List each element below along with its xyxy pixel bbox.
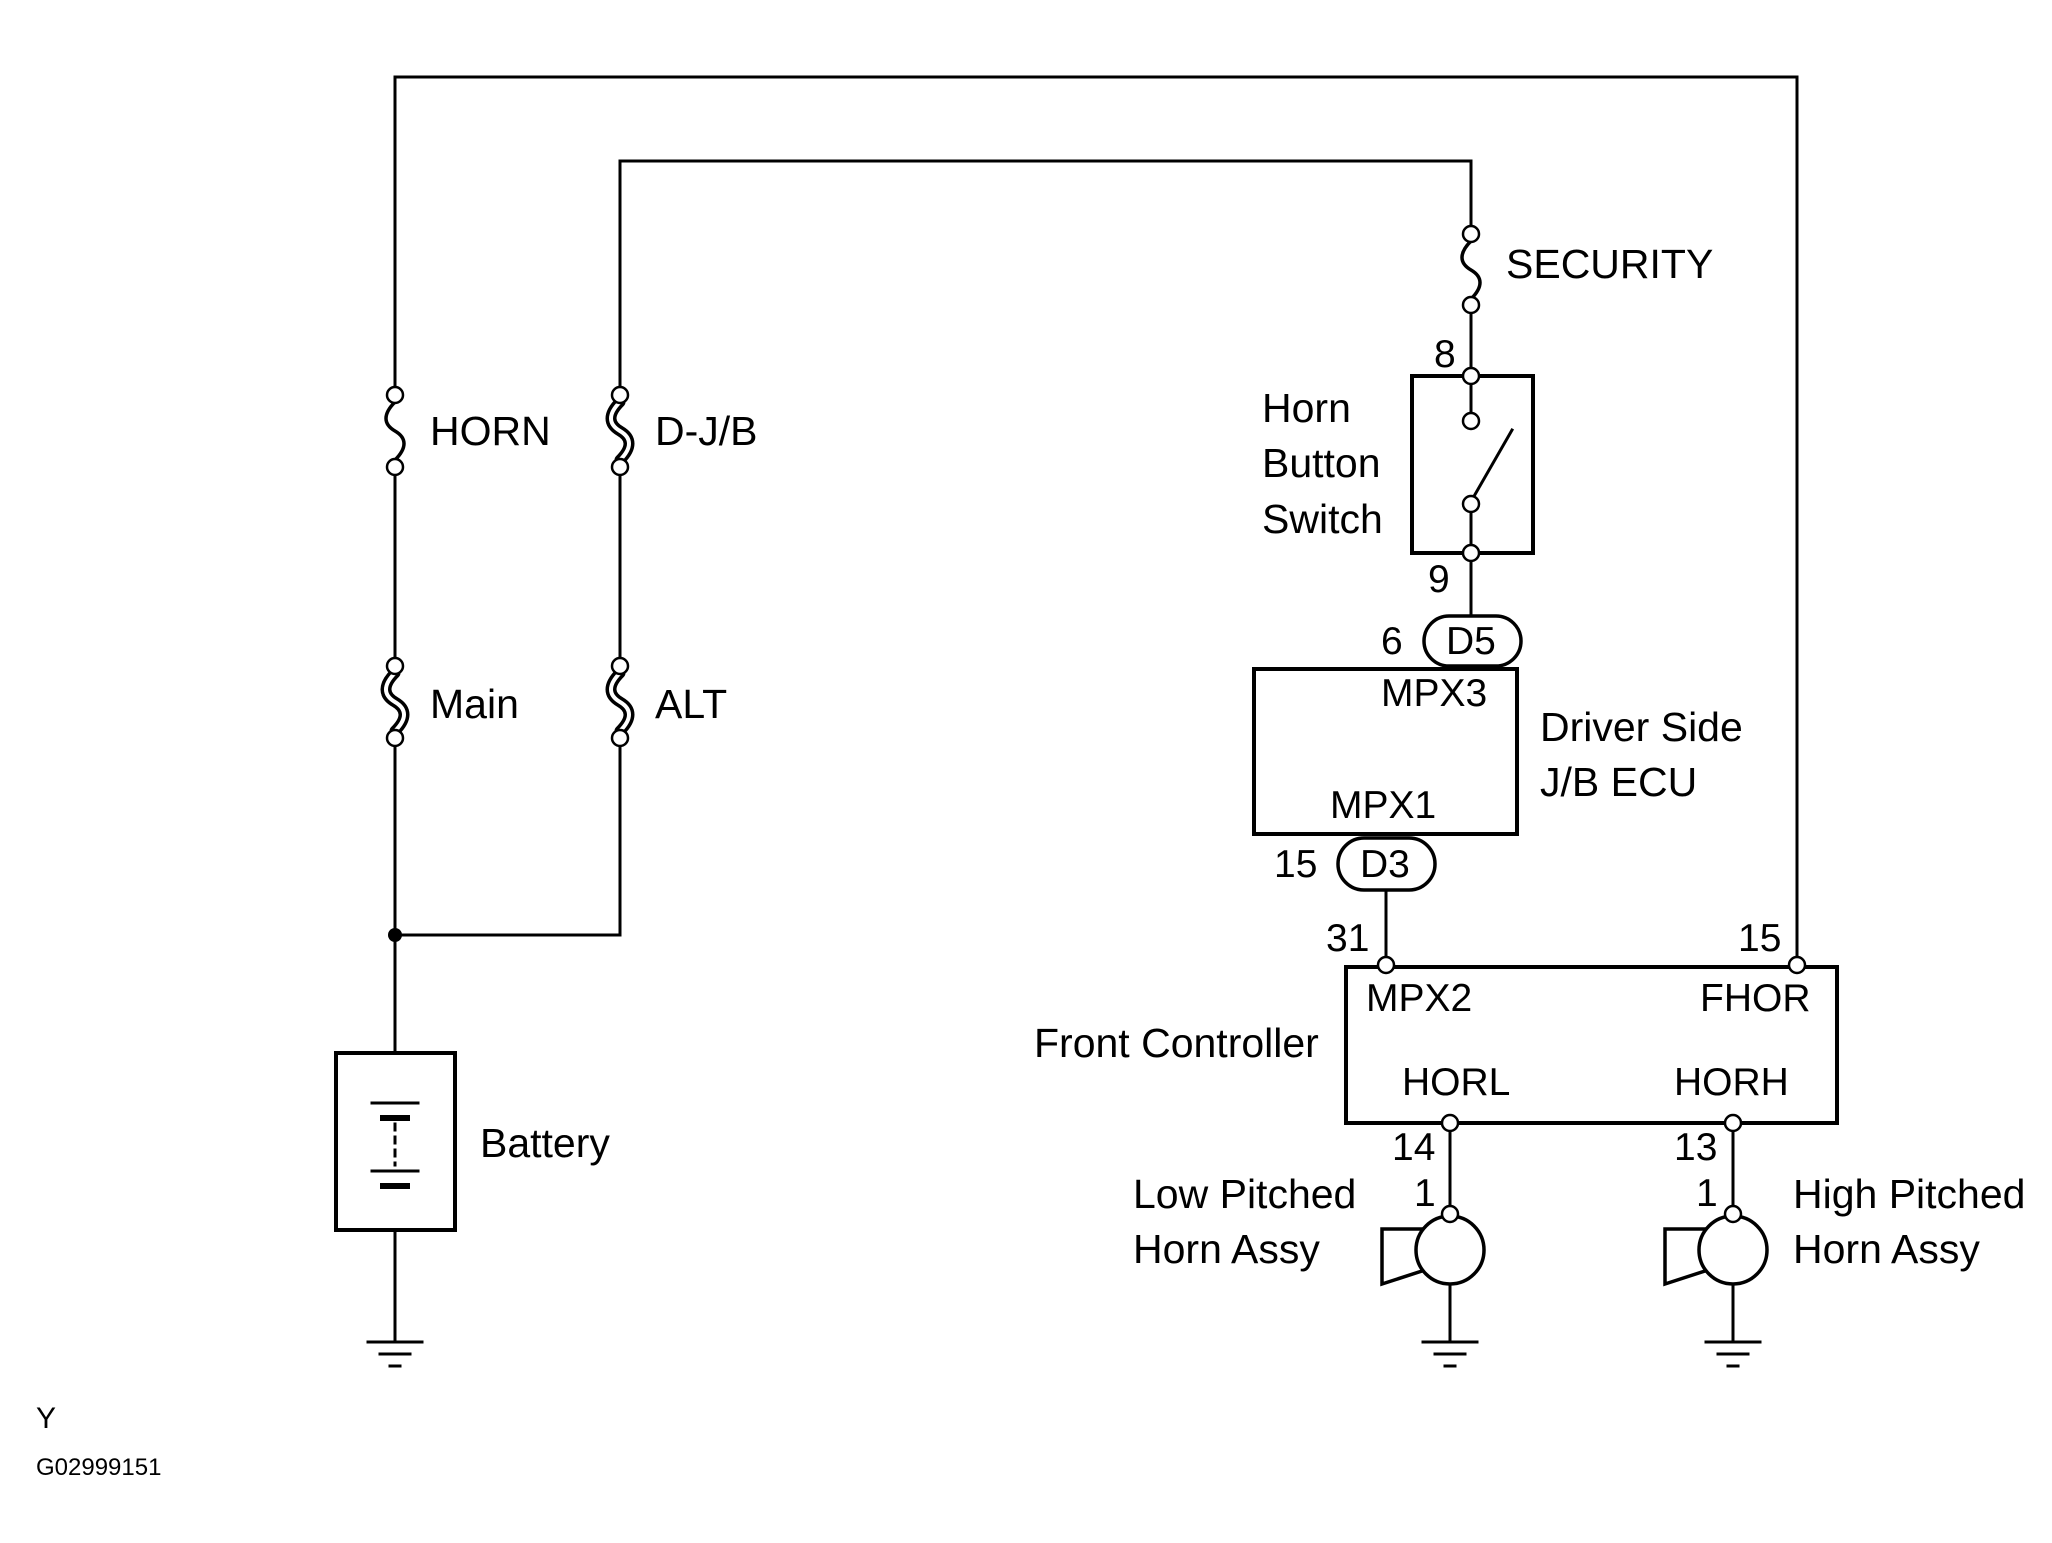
switch-pin-8: 8 [1434, 333, 1456, 376]
main-fuse-label: Main [430, 681, 519, 727]
high-horn-label-2: Horn Assy [1793, 1226, 1980, 1272]
wire-djb-security [618, 159, 1473, 395]
footer-code: Y [36, 1402, 56, 1435]
high-pitched-horn: 1 High Pitched Horn Assy [1663, 1171, 2025, 1287]
d5-pin-6: 6 [1381, 620, 1403, 663]
junction-dot [388, 928, 402, 942]
fhor-terminal: FHOR [1700, 977, 1811, 1020]
high-horn-label-1: High Pitched [1793, 1171, 2025, 1217]
fc-pin-15: 15 [1738, 917, 1781, 960]
wiring [393, 75, 1799, 1344]
security-fuse: SECURITY [1460, 224, 1713, 315]
front-controller: 31 15 MPX2 FHOR HORL HORH Front Controll… [1034, 917, 1839, 1169]
driver-jb-label-2: J/B ECU [1540, 759, 1697, 805]
djb-fuse: D-J/B [605, 385, 758, 477]
battery: Battery [334, 1051, 610, 1232]
horh-terminal: HORH [1674, 1061, 1789, 1104]
low-horn-label-1: Low Pitched [1133, 1171, 1356, 1217]
fc-pin-14: 14 [1392, 1126, 1435, 1169]
wire-alt-junction [393, 737, 622, 937]
alt-fuse-label: ALT [655, 681, 727, 727]
high-horn-pin-1: 1 [1696, 1172, 1718, 1215]
horn-button-switch: 8 9 Horn Button Switch [1262, 333, 1535, 601]
fc-pin-31: 31 [1326, 917, 1369, 960]
figure-id: G02999151 [36, 1454, 161, 1481]
low-horn-pin-1: 1 [1414, 1172, 1436, 1215]
driver-side-jb-ecu: MPX3 MPX1 Driver Side J/B ECU [1252, 667, 1743, 836]
connector-d3: D3 15 [1274, 836, 1437, 892]
mpx3-terminal: MPX3 [1381, 672, 1487, 715]
djb-fuse-label: D-J/B [655, 408, 758, 454]
horn-switch-label-2: Button [1262, 440, 1381, 486]
fc-pin-13: 13 [1674, 1126, 1717, 1169]
front-controller-label: Front Controller [1034, 1020, 1319, 1066]
main-fusible-link: Main [380, 656, 519, 748]
horn-fuse: HORN [384, 385, 551, 477]
horn-fuse-label: HORN [430, 408, 551, 454]
connector-d3-label: D3 [1360, 843, 1410, 886]
connector-d5: D5 6 [1381, 614, 1523, 668]
low-pitched-horn: 1 Low Pitched Horn Assy [1133, 1171, 1486, 1287]
d3-pin-15: 15 [1274, 843, 1317, 886]
battery-label: Battery [480, 1120, 610, 1166]
mpx2-terminal: MPX2 [1366, 977, 1472, 1020]
horn-switch-label-3: Switch [1262, 496, 1383, 542]
switch-pin-9: 9 [1428, 558, 1450, 601]
horn-switch-label-1: Horn [1262, 385, 1351, 431]
ground-battery-icon [366, 1340, 424, 1368]
ground-low-horn-icon [1421, 1340, 1479, 1368]
low-horn-label-2: Horn Assy [1133, 1226, 1320, 1272]
security-fuse-label: SECURITY [1506, 241, 1713, 287]
ground-high-horn-icon [1704, 1340, 1762, 1368]
connector-d5-label: D5 [1446, 620, 1496, 663]
driver-jb-label-1: Driver Side [1540, 704, 1743, 750]
wire-horn-fhor [393, 75, 1799, 967]
alt-fusible-link: ALT [605, 656, 727, 748]
horl-terminal: HORL [1402, 1061, 1510, 1104]
mpx1-terminal: MPX1 [1330, 784, 1436, 827]
